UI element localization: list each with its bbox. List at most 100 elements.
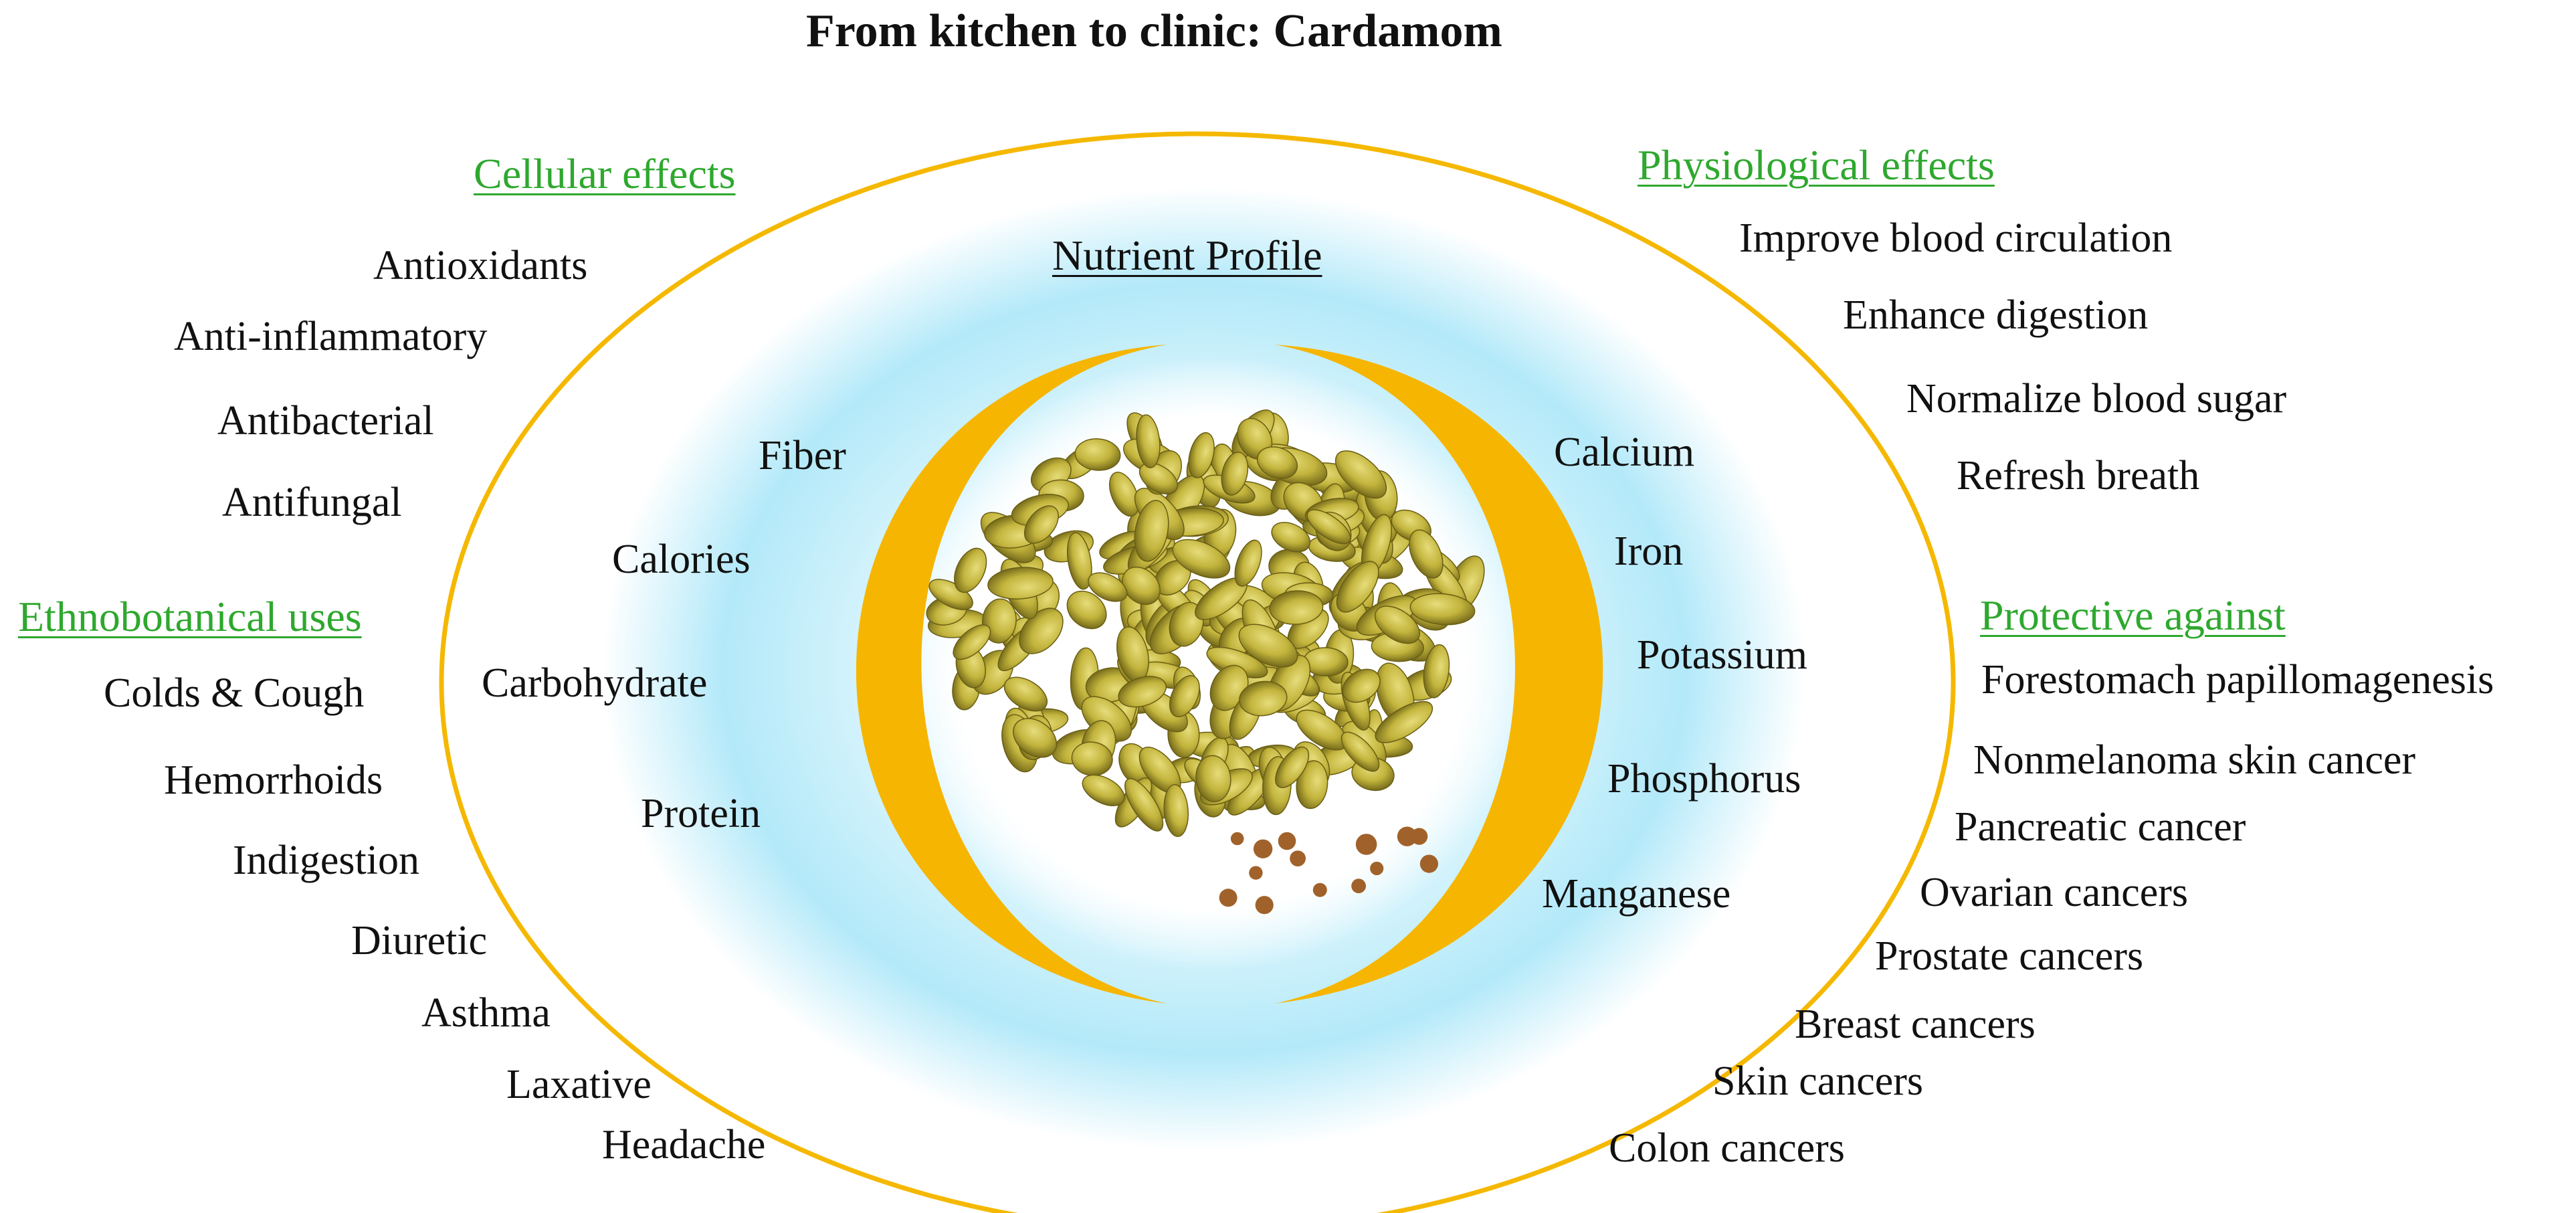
ethnobotanical-use-item: Hemorrhoids: [164, 757, 383, 803]
cardamom-pod: [1374, 605, 1420, 644]
cardamom-pod: [1269, 590, 1324, 625]
cardamom-pod: [1296, 760, 1328, 810]
protective-against-item: Pancreatic cancer: [1955, 804, 2246, 850]
cardamom-pod: [1136, 414, 1161, 468]
cellular-effect-item: Anti-inflammatory: [174, 314, 488, 359]
cardamom-pod: [954, 547, 987, 593]
cardamom-pod: [1256, 446, 1298, 479]
ethnobotanical-use-item: Indigestion: [233, 838, 419, 883]
cardamom-pod: [1336, 561, 1379, 613]
physiological-effect-item: Improve blood circulation: [1739, 215, 2173, 261]
nutrient-left-item: Calories: [612, 537, 751, 582]
cardamom-pod: [1134, 500, 1169, 562]
loose-seed: [1278, 832, 1296, 850]
cardamom-pod: [1238, 624, 1298, 668]
nutrient-left-item: Protein: [641, 791, 761, 836]
loose-seed: [1351, 878, 1366, 894]
cardamom-pod: [1234, 539, 1262, 587]
loose-seed: [1355, 834, 1377, 855]
cardamom-pod: [1082, 774, 1125, 806]
outer-ellipse: [439, 131, 1956, 1213]
cardamom-pod: [1409, 529, 1444, 579]
cardamom-pod: [987, 567, 1054, 599]
right-crescent: [1274, 345, 1603, 1004]
cellular-effect-item: Antibacterial: [217, 398, 434, 444]
cardamom-seeds-image: [926, 409, 1485, 915]
cardamom-pod: [1188, 432, 1215, 478]
cardamom-pod: [1088, 572, 1128, 602]
page-title: From kitchen to clinic: Cardamom: [806, 5, 1502, 57]
protective-against-item: Nonmelanoma skin cancer: [1973, 737, 2416, 783]
loose-seed: [1312, 882, 1327, 897]
cardamom-pod: [953, 624, 991, 660]
cardamom-pod: [1334, 450, 1387, 499]
physiological-effects-heading: Physiological effects: [1638, 141, 1995, 189]
nutrient-right-item: Phosphorus: [1607, 756, 1801, 802]
cardamom-pod: [1423, 644, 1450, 698]
ethnobotanical-use-item: Headache: [602, 1122, 766, 1168]
cardamom-pod: [1306, 509, 1351, 545]
cardamom-pod: [1275, 746, 1310, 788]
protective-against-item: Breast cancers: [1795, 1002, 2036, 1047]
physiological-effect-item: Enhance digestion: [1843, 292, 2149, 338]
cardamom-pod: [1239, 680, 1288, 717]
ethnobotanical-uses-heading: Ethnobotanical uses: [18, 593, 362, 640]
left-crescent: [856, 345, 1167, 1004]
cardamom-pod: [1023, 505, 1059, 544]
loose-seed: [1253, 839, 1273, 859]
protective-against-item: Forestomach papillomagenesis: [1981, 657, 2494, 703]
cardamom-pod: [1195, 755, 1231, 802]
protective-against-heading: Protective against: [1980, 591, 2286, 639]
cardamom-pod: [1409, 593, 1476, 626]
cardamom-pod: [1066, 532, 1092, 590]
nutrient-left-item: Carbohydrate: [482, 660, 708, 706]
loose-seed: [1411, 828, 1428, 845]
nutrient-right-item: Manganese: [1542, 871, 1731, 917]
cardamom-pod: [1124, 778, 1164, 832]
loose-seed: [1255, 896, 1274, 915]
cardamom-pod: [1066, 590, 1107, 630]
cardamom-pod: [1221, 452, 1249, 496]
nutrient-right-item: Potassium: [1637, 632, 1807, 678]
ethnobotanical-use-item: Diuretic: [351, 918, 488, 963]
cardamom-pod: [1375, 701, 1433, 743]
loose-seed: [1230, 832, 1244, 846]
loose-seed: [1249, 866, 1263, 880]
loose-seed: [1219, 889, 1237, 907]
protective-against-item: Ovarian cancers: [1920, 870, 2189, 915]
cellular-effect-item: Antioxidants: [373, 243, 588, 288]
cardamom-pod: [1169, 675, 1200, 718]
nutrient-right-item: Iron: [1614, 529, 1684, 574]
cardamom-pod: [1019, 608, 1064, 654]
cardamom-pod: [1108, 472, 1140, 517]
physiological-effect-item: Normalize blood sugar: [1906, 376, 2287, 422]
ethnobotanical-use-item: Laxative: [506, 1062, 652, 1107]
ethnobotanical-use-item: Asthma: [421, 990, 551, 1036]
cardamom-pod: [1138, 462, 1179, 495]
cardamom-pod: [1172, 539, 1231, 579]
cardamom-pod: [1003, 676, 1048, 712]
cellular-effects-heading: Cellular effects: [474, 150, 736, 197]
cardamom-pod: [1074, 438, 1121, 471]
nutrient-profile-heading: Nutrient Profile: [1052, 231, 1322, 279]
nutrient-right-item: Calcium: [1554, 430, 1695, 475]
cardamom-pod: [1342, 668, 1381, 703]
cardamom-pod: [1013, 718, 1058, 758]
loose-seed: [1397, 826, 1417, 846]
cardamom-pod: [1271, 522, 1311, 553]
nutrient-left-item: Fiber: [759, 433, 846, 478]
protective-against-item: Colon cancers: [1609, 1125, 1845, 1171]
loose-seed: [1290, 850, 1306, 866]
cardamom-pod: [1122, 566, 1161, 605]
protective-against-item: Prostate cancers: [1875, 933, 2144, 979]
ethnobotanical-use-item: Colds & Cough: [104, 670, 365, 716]
cardamom-pod: [1118, 676, 1167, 708]
physiological-effect-item: Refresh breath: [1957, 453, 2200, 498]
protective-against-item: Skin cancers: [1712, 1058, 1924, 1104]
loose-seed: [1419, 854, 1438, 873]
cellular-effect-item: Antifungal: [222, 480, 402, 525]
loose-seed: [1370, 861, 1384, 876]
cardamom-pod: [1163, 784, 1189, 837]
